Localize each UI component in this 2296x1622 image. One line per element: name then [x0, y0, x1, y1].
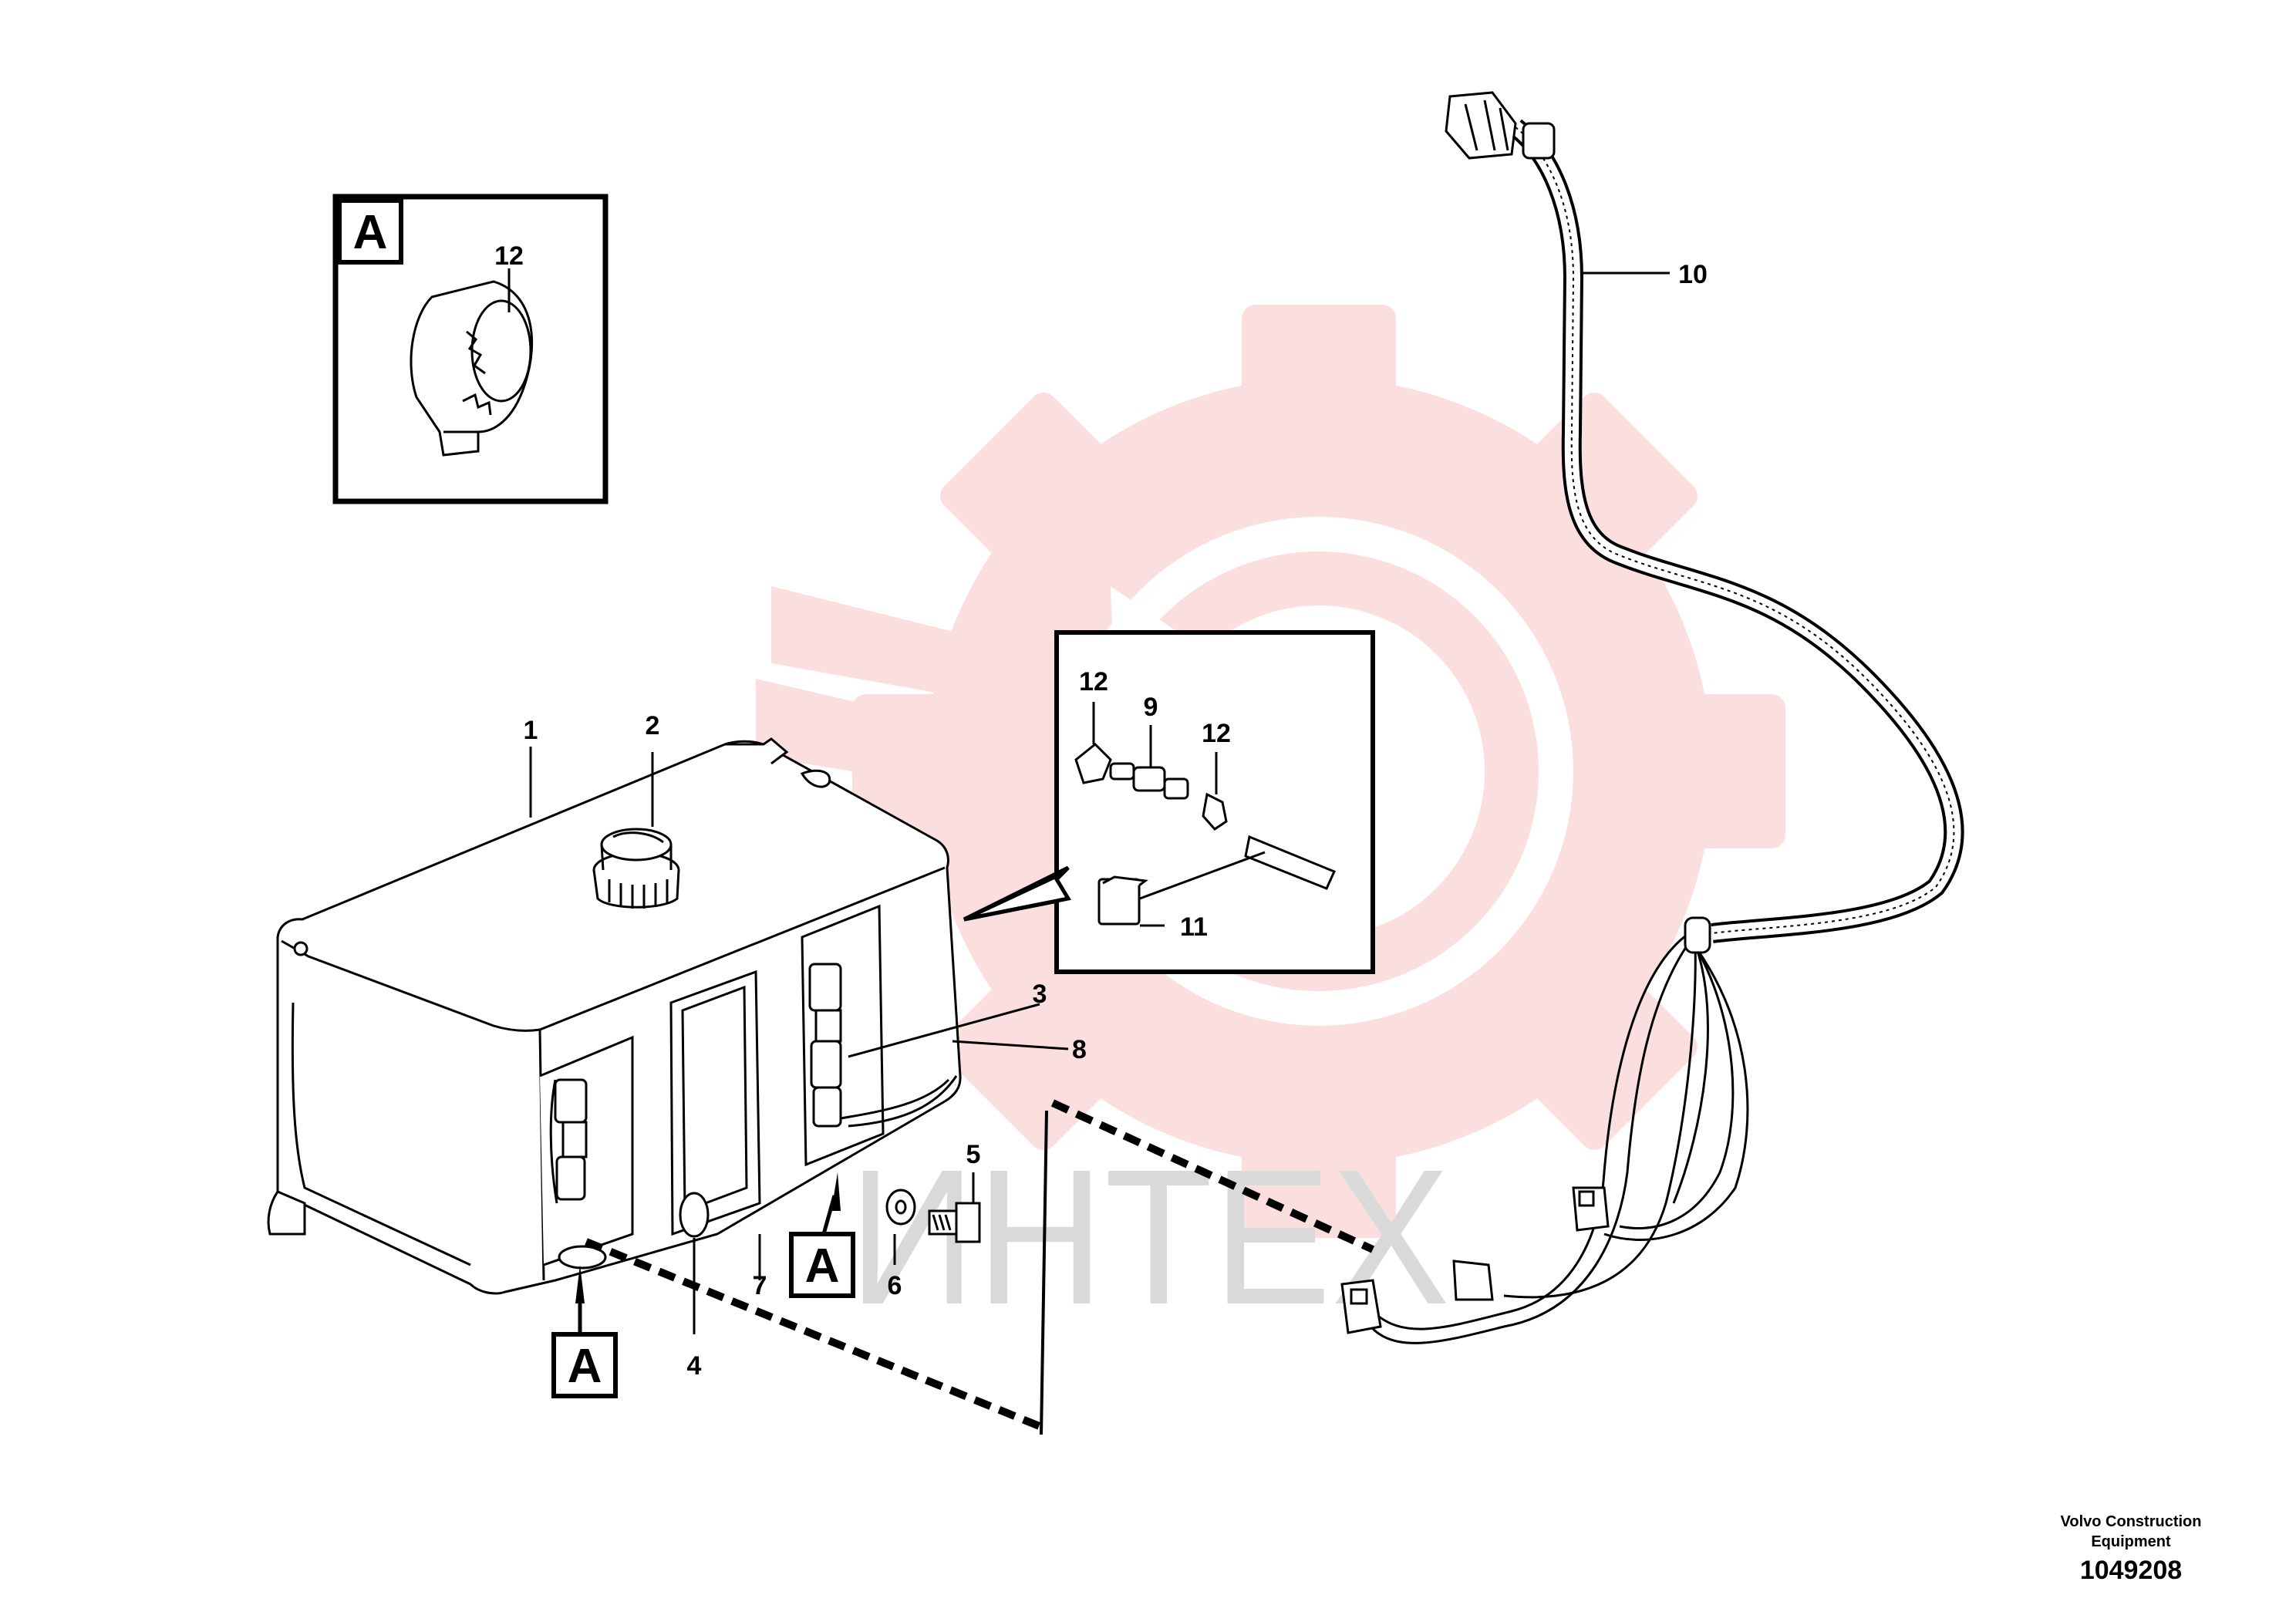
dashed-connection-lines [585, 1099, 1375, 1431]
washer-pumps [549, 963, 958, 1238]
callout-12-inset-right: 12 [1202, 719, 1231, 748]
detail-box-a: A 12 [332, 194, 609, 504]
reference-box-label-left: A [568, 1340, 602, 1393]
callout-8: 8 [1072, 1035, 1087, 1064]
harness-connectors [1340, 91, 1711, 1334]
bolt-and-washer [885, 1189, 981, 1243]
callout-12-detail: 12 [494, 241, 524, 271]
reference-box-a-bottom-left: A [551, 1265, 618, 1398]
leader-lines [529, 271, 1670, 1334]
callout-10: 10 [1678, 260, 1708, 289]
drawing-number: 1049208 [2079, 1556, 2183, 1585]
callout-5: 5 [966, 1140, 981, 1169]
callout-12-inset-left: 12 [1079, 667, 1108, 696]
callout-3: 3 [1033, 980, 1047, 1009]
callout-2: 2 [646, 711, 660, 740]
hose-clamp-drawing [410, 280, 534, 457]
dashed-link-vertical [1040, 1110, 1048, 1435]
hose-fitting-drawing [1074, 742, 1337, 926]
wiring-harness [1364, 119, 1964, 1344]
callout-9: 9 [1144, 693, 1158, 722]
callout-4: 4 [687, 1351, 702, 1381]
company-name-line1: Volvo Construction [2060, 1513, 2202, 1530]
callout-1: 1 [524, 716, 538, 745]
detail-box-label: A [353, 206, 388, 259]
callout-6: 6 [888, 1271, 902, 1300]
reference-box-label-mid: A [805, 1239, 840, 1293]
company-name-line2: Equipment [2091, 1533, 2171, 1550]
drawing-title-block: Volvo Construction Equipment 1049208 [2015, 1512, 2247, 1589]
callout-7: 7 [753, 1271, 767, 1300]
detail-inset-fitting: 12 9 12 11 [963, 630, 1375, 974]
reference-box-a-bottom-mid: A [789, 1172, 855, 1298]
callout-11: 11 [1180, 912, 1208, 942]
filler-cap [592, 828, 680, 909]
pump-mount-clamp [558, 1245, 607, 1270]
